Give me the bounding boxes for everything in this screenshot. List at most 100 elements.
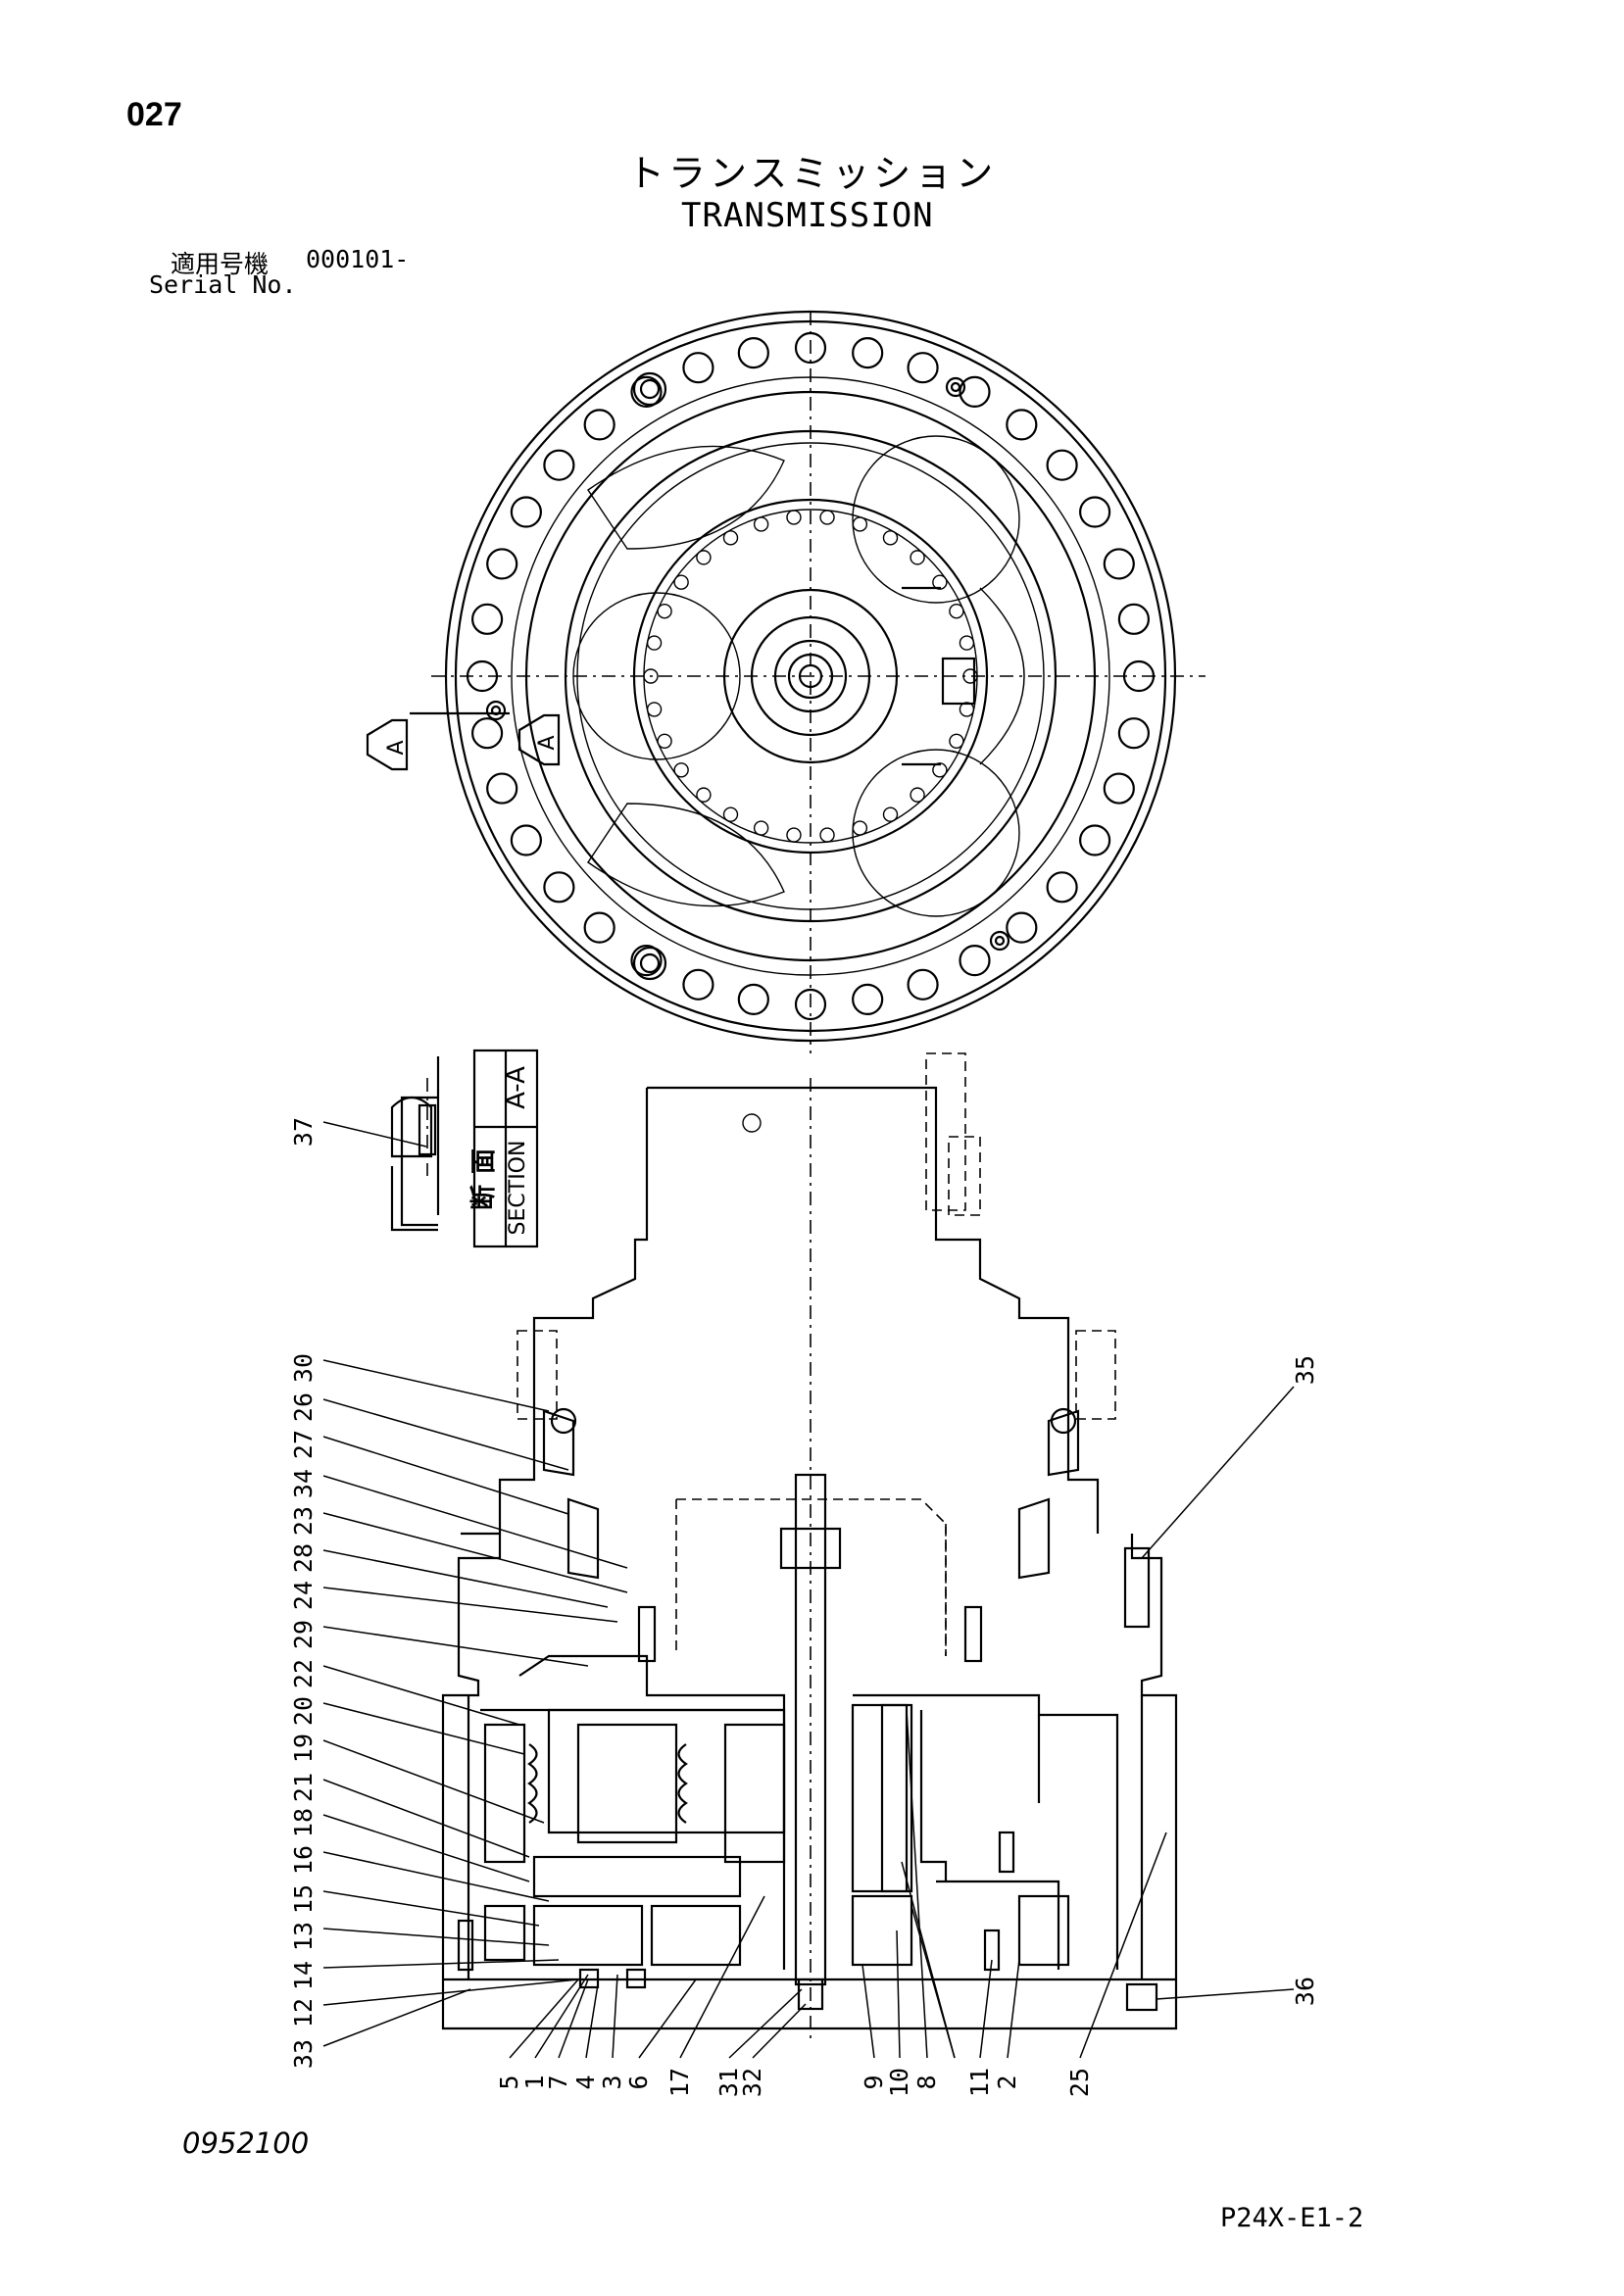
bolt-hole-small	[910, 787, 925, 803]
bolt-hole-small	[932, 762, 948, 778]
page-number: 027	[126, 96, 182, 133]
callout-26: 26	[289, 1392, 318, 1422]
bolt-hole	[1122, 659, 1156, 693]
bolt-hole-small	[959, 635, 975, 651]
bolt-hole-small	[753, 820, 769, 836]
callout-17: 17	[665, 2068, 694, 2097]
bolt-hole	[470, 717, 504, 750]
leader-line	[322, 1436, 569, 1515]
leader-line	[322, 1512, 628, 1593]
bolt-hole	[1103, 772, 1135, 805]
outer-bolt-holes	[466, 331, 1156, 1021]
callout-16: 16	[289, 1845, 318, 1875]
serial-label-japanese: 適用号機	[171, 250, 270, 278]
leader-line	[322, 1851, 550, 1902]
bolt-hole	[1079, 496, 1111, 528]
leader-line	[322, 1626, 589, 1667]
bolt-hole-small	[910, 550, 925, 565]
bolt-hole-small	[786, 510, 802, 525]
bolt-hole	[682, 968, 714, 1001]
callout-36: 36	[1291, 1977, 1319, 2006]
bolt-hole-small	[819, 827, 835, 843]
leader-line	[322, 1398, 569, 1471]
bolt-hole	[1006, 911, 1038, 944]
leader-line	[322, 1121, 427, 1148]
callout-4: 4	[571, 2075, 600, 2089]
leader-line	[910, 1905, 956, 2059]
leader-line	[322, 1988, 471, 2047]
title-english: TRANSMISSION	[681, 196, 934, 235]
bolt-hole	[543, 449, 575, 481]
section-a-a-detail: 断 面 A-A SECTION	[390, 1049, 539, 1248]
callout-labels: 3026273423282429222019211816151314123351…	[289, 1117, 1319, 2097]
bolt-hole-small	[643, 668, 659, 684]
bolt-hole	[1079, 824, 1111, 856]
leader-line	[558, 1978, 589, 2059]
section-marker-left: A	[384, 740, 409, 755]
bolt-hole	[907, 968, 939, 1001]
callout-37: 37	[289, 1117, 318, 1147]
leader-line	[979, 1959, 993, 2059]
leader-line	[612, 1974, 618, 2059]
leader-line	[322, 1702, 525, 1755]
leader-line	[1079, 1832, 1167, 2059]
callout-leaders	[322, 1121, 1295, 2059]
leader-line	[322, 1890, 540, 1927]
callout-5: 5	[495, 2075, 523, 2089]
bolt-hole	[1103, 548, 1135, 580]
bolt-hole-small	[959, 702, 975, 717]
bolt-hole-small	[722, 530, 739, 546]
callout-28: 28	[289, 1543, 318, 1573]
leader-line	[752, 2003, 807, 2059]
callout-30: 30	[289, 1353, 318, 1383]
leader-line	[322, 1779, 530, 1858]
leader-line	[1156, 1988, 1295, 2000]
callout-24: 24	[289, 1581, 318, 1610]
bolt-hole	[510, 824, 542, 856]
bolt-hole	[630, 375, 663, 408]
bolt-hole	[486, 772, 518, 805]
bolt-hole	[852, 336, 884, 369]
section-label-jp-1: 断	[468, 1185, 499, 1210]
callout-15: 15	[289, 1884, 318, 1914]
callout-13: 13	[289, 1922, 318, 1951]
leader-line	[534, 1974, 589, 2059]
bolt-hole-small	[882, 806, 899, 822]
bolt-hole	[583, 911, 615, 944]
bolt-hole-small	[962, 668, 978, 684]
section-marker-right: A	[535, 735, 560, 750]
callout-20: 20	[289, 1696, 318, 1726]
bolt-hole	[852, 983, 884, 1016]
bolt-hole	[794, 331, 827, 365]
bolt-hole	[1046, 871, 1078, 904]
bolt-hole	[470, 603, 504, 635]
bolt-hole-small	[696, 550, 712, 565]
leader-line	[322, 1359, 550, 1412]
bolt-hole-small	[786, 827, 802, 843]
callout-32: 32	[738, 2068, 766, 2097]
callout-18: 18	[289, 1808, 318, 1837]
leader-line	[509, 1978, 579, 2059]
bolt-hole	[510, 496, 542, 528]
drawing-code: 0952100	[182, 2126, 310, 2160]
callout-2: 2	[993, 2075, 1021, 2089]
bolt-hole	[959, 945, 991, 977]
callout-22: 22	[289, 1659, 318, 1688]
callout-19: 19	[289, 1734, 318, 1763]
bolt-hole-small	[657, 733, 672, 749]
leader-line	[1007, 1959, 1020, 2059]
callout-10: 10	[885, 2068, 913, 2097]
bolt-hole-small	[696, 787, 712, 803]
bolt-hole	[959, 375, 991, 408]
leader-line	[322, 1587, 618, 1623]
bolt-hole-small	[852, 516, 868, 532]
callout-34: 34	[289, 1469, 318, 1498]
section-label-aa: A-A	[502, 1066, 531, 1109]
callout-11: 11	[965, 2068, 994, 2097]
bolt-hole-small	[949, 604, 964, 619]
bolt-hole	[583, 409, 615, 441]
bolt-hole-small	[882, 530, 899, 546]
leader-line	[322, 1549, 609, 1608]
